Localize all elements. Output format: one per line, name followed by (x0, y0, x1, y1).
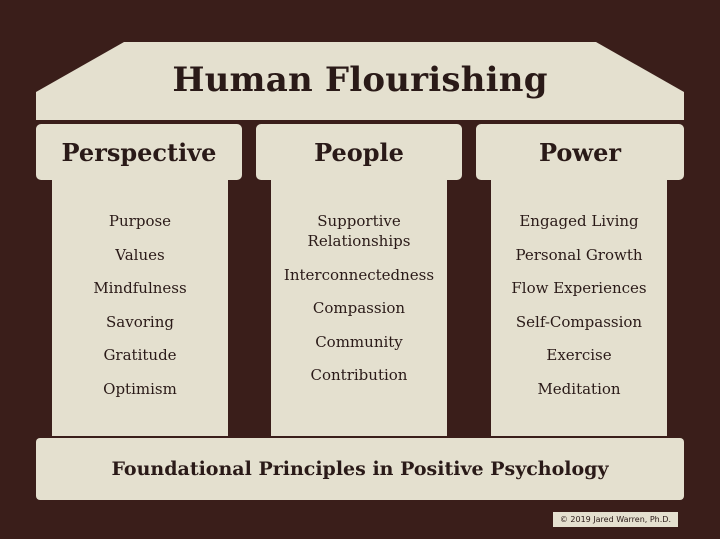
column-heading-people: People (256, 124, 462, 180)
list-item: Self-Compassion (515, 312, 643, 331)
list-item: Exercise (546, 346, 612, 364)
list-item: Community (315, 332, 403, 351)
list-item: Personal Growth (515, 245, 643, 264)
list-item: Compassion (312, 299, 406, 317)
list-item: Savoring (106, 312, 174, 331)
copyright-notice: © 2019 Jared Warren, Ph.D. (552, 512, 678, 527)
roof-shape (36, 42, 684, 120)
list-item: Mindfulness (93, 279, 187, 297)
column-people: Supportive Relationships Interconnectedn… (271, 180, 447, 436)
column-perspective: Purpose Values Mindfulness Savoring Grat… (52, 180, 228, 436)
list-item: Meditation (537, 379, 621, 398)
list-item: Engaged Living (519, 212, 639, 230)
column-heading-power: Power (476, 124, 684, 180)
list-item: Values (115, 245, 165, 264)
column-heading-perspective: Perspective (36, 124, 242, 180)
column-power: Engaged Living Personal Growth Flow Expe… (491, 180, 667, 436)
roof: Human Flourishing (36, 42, 684, 120)
diagram-title: Human Flourishing (172, 60, 548, 100)
list-item: Gratitude (103, 346, 177, 364)
list-item: Contribution (310, 366, 408, 384)
list-item: Optimism (103, 379, 177, 398)
list-item: Purpose (108, 212, 172, 230)
foundation-base: Foundational Principles in Positive Psyc… (36, 438, 684, 500)
list-item: Flow Experiences (511, 279, 647, 297)
list-item: Interconnectedness (283, 265, 435, 284)
list-item: Supportive Relationships (307, 212, 411, 250)
